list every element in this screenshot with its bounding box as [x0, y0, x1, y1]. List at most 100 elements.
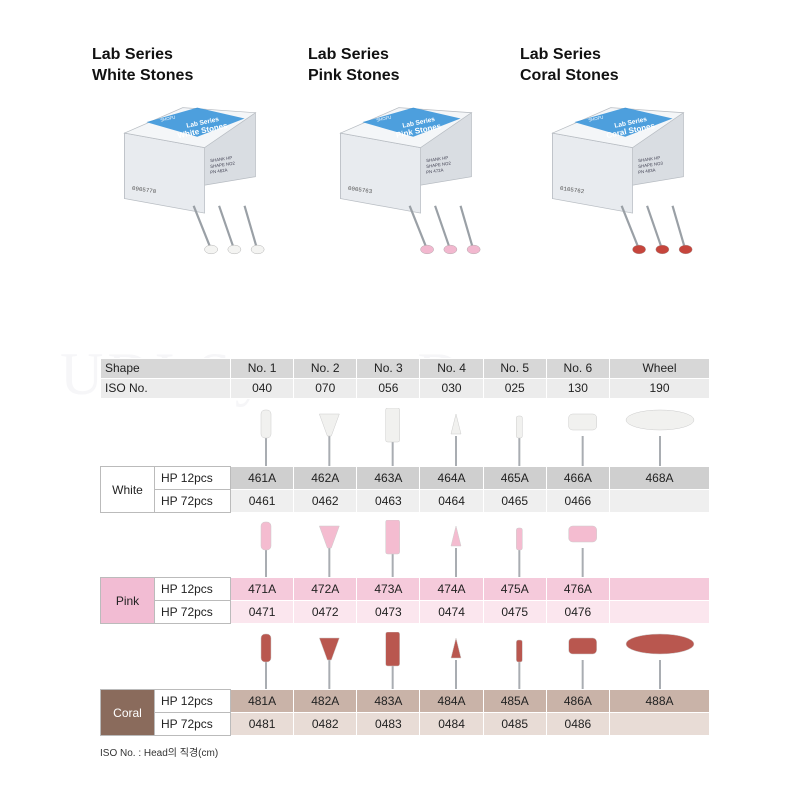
box-code-text: 0005763 [348, 185, 374, 195]
iso-cell: ISO No. [100, 378, 231, 399]
pack-label: HP 12pcs [154, 466, 231, 490]
bur-shank [243, 205, 258, 247]
code-cell: 0462 [293, 489, 358, 513]
bur-head [318, 413, 340, 437]
iso-cell: 130 [545, 378, 611, 399]
code-cell: 0466 [545, 489, 611, 513]
spec-header-table: Shape No. 1 No. 2 No. 3 No. 4 No. 5 No. … [100, 358, 710, 399]
code-cell: 0482 [293, 712, 358, 736]
header-cell: No. 1 [229, 358, 295, 379]
bur-head [385, 632, 400, 667]
bur-stone [250, 244, 265, 254]
bur-shank [620, 205, 639, 247]
bur-head [625, 633, 695, 655]
code-cell: 475A [482, 577, 547, 601]
bur-head [625, 409, 695, 431]
iso-cell: 190 [609, 378, 710, 399]
bur-stone [466, 244, 481, 254]
code-cell: 484A [419, 689, 484, 713]
table-row: HP 72pcs 0461 0462 0463 0464 0465 0466 [101, 489, 710, 513]
bur-head [260, 409, 272, 439]
code-cell: 463A [356, 466, 421, 490]
bur-shank [459, 205, 474, 247]
table-row: HP 72pcs 0471 0472 0473 0474 0475 0476 [101, 600, 710, 624]
code-cell: 482A [293, 689, 358, 713]
code-cell: 0485 [482, 712, 547, 736]
bur-head [385, 408, 400, 443]
header-cell: No. 6 [545, 358, 611, 379]
title-pink: Lab Series Pink Stones [308, 46, 400, 84]
box-shape-text: SHAPE NO3 [638, 160, 664, 169]
bur-stone [678, 244, 693, 254]
shapes-white [260, 408, 695, 466]
code-cell: 0475 [482, 600, 547, 624]
code-cell: 0461 [229, 489, 295, 513]
code-cell: 0464 [419, 489, 484, 513]
code-cell: 465A [482, 466, 547, 490]
code-cell [609, 600, 710, 624]
table-row: Pink HP 12pcs 471A 472A 473A 474A 475A 4… [100, 577, 710, 624]
code-cell: 468A [609, 466, 710, 490]
code-cell: 0476 [545, 600, 611, 624]
bur-shank [192, 205, 211, 247]
code-cell: 488A [609, 689, 710, 713]
code-cell: 0481 [229, 712, 295, 736]
bur-head [450, 413, 462, 435]
code-cell: 0486 [545, 712, 611, 736]
code-cell: 486A [545, 689, 611, 713]
bur-head [385, 520, 400, 555]
box-brand-text: SHOFU [588, 115, 604, 123]
bur-stone [204, 244, 218, 254]
box-code-text: 0105762 [560, 185, 586, 195]
bur-stone [227, 244, 242, 254]
bur-head [568, 525, 597, 543]
box-shape-text: SHAPE NO2 [210, 160, 236, 169]
code-cell: 483A [356, 689, 421, 713]
table-row: Coral HP 12pcs 481A 482A 483A 484A 485A … [100, 689, 710, 736]
bur-head [260, 521, 272, 551]
bur-stone [443, 244, 458, 254]
bur-head [260, 633, 272, 663]
code-cell: 466A [545, 466, 611, 490]
code-cell [609, 489, 710, 513]
box-pn-text: PN 462A [210, 167, 228, 174]
category-label: White [100, 466, 155, 513]
box-label-band [362, 107, 461, 137]
iso-cell: 070 [293, 378, 358, 399]
pack-label: HP 72pcs [154, 712, 231, 736]
box-shape-text: SHAPE NO2 [426, 160, 452, 169]
code-cell: 464A [419, 466, 484, 490]
header-cell: No. 4 [419, 358, 484, 379]
box-code-text: 0905770 [132, 185, 158, 195]
title-coral: Lab Series Coral Stones [520, 46, 619, 84]
code-cell: 0472 [293, 600, 358, 624]
code-cell: 481A [229, 689, 295, 713]
bur-head [568, 413, 597, 431]
header-cell: No. 2 [293, 358, 358, 379]
pack-label: HP 12pcs [154, 689, 231, 713]
box-shank-text: SHANK HP [638, 155, 661, 163]
pack-label: HP 72pcs [154, 600, 231, 624]
iso-cell: 030 [419, 378, 484, 399]
shapes-pink [260, 520, 597, 578]
header-cell: No. 5 [482, 358, 547, 379]
box-brand-text: SHOFU [376, 115, 392, 123]
group-table-pink: Pink HP 12pcs 471A 472A 473A 474A 475A 4… [100, 577, 710, 624]
code-cell: 0471 [229, 600, 295, 624]
code-cell: 472A [293, 577, 358, 601]
code-cell: 474A [419, 577, 484, 601]
code-cell: 0483 [356, 712, 421, 736]
pack-label: HP 12pcs [154, 577, 231, 601]
code-cell [609, 577, 710, 601]
code-cell [609, 712, 710, 736]
group-table-white: White HP 12pcs 461A 462A 463A 464A 465A … [100, 466, 710, 513]
bur-shank [408, 205, 427, 247]
bur-head [516, 527, 523, 551]
bur-head [516, 639, 523, 663]
bur-shank [218, 205, 234, 247]
bur-head [568, 637, 597, 655]
box-shank-text: SHANK HP [426, 155, 449, 163]
bur-head [318, 637, 340, 661]
bur-shank [671, 205, 686, 247]
